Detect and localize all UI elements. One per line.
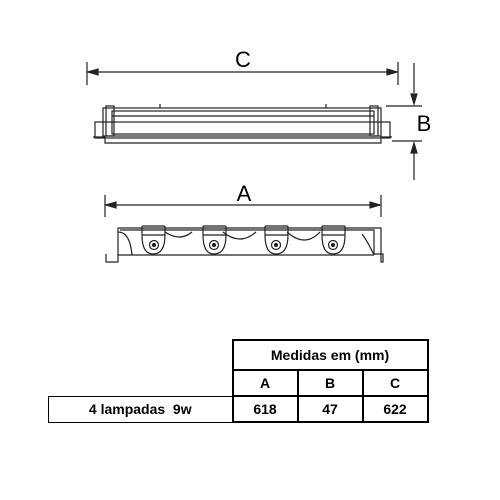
table-corner bbox=[49, 340, 233, 370]
dimension-a bbox=[103, 195, 383, 217]
table-title-row: Medidas em (mm) bbox=[49, 339, 429, 371]
cell-a: 618 bbox=[231, 395, 299, 423]
dimension-b-label: B bbox=[417, 111, 432, 136]
dimension-a-label: A bbox=[237, 181, 252, 206]
column-header-c: C bbox=[361, 369, 429, 397]
row-label: 4 lampadas 9w bbox=[48, 395, 234, 423]
dimension-c-label: C bbox=[235, 47, 251, 72]
fixture-side-view bbox=[93, 104, 392, 144]
table-header-row: A B C bbox=[49, 369, 429, 397]
column-header-b: B bbox=[296, 369, 364, 397]
dimension-c bbox=[85, 62, 400, 85]
cell-b: 47 bbox=[296, 395, 364, 423]
measurements-table: Medidas em (mm) A B C 4 lampadas 9w 618 … bbox=[48, 339, 429, 423]
column-header-a: A bbox=[231, 369, 299, 397]
cell-c: 622 bbox=[361, 395, 429, 423]
fixture-front-view bbox=[105, 225, 384, 263]
table-row: 4 lampadas 9w 618 47 622 bbox=[48, 395, 429, 423]
technical-drawing: C B A bbox=[85, 47, 432, 263]
dimension-b bbox=[386, 63, 422, 180]
table-corner bbox=[49, 370, 233, 396]
table-title: Medidas em (mm) bbox=[231, 339, 429, 371]
